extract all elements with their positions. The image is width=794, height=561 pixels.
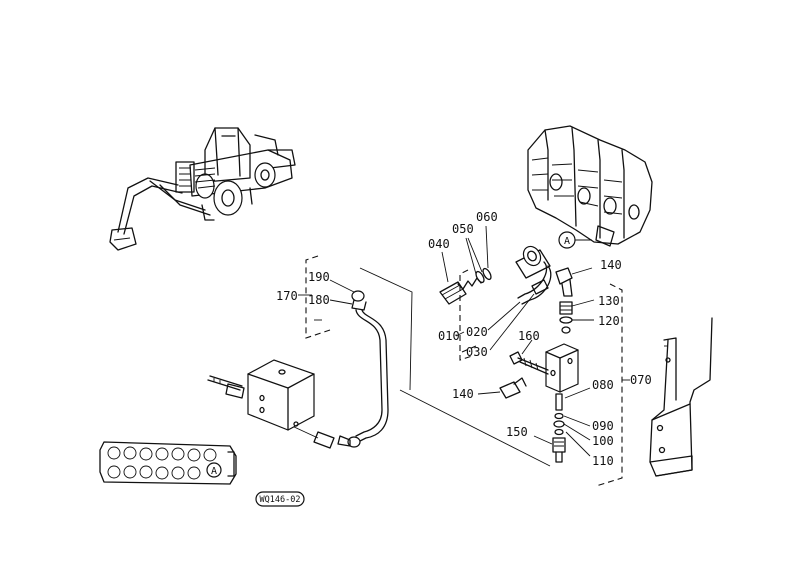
drawing-code-badge: WQ146-02 xyxy=(255,491,305,507)
callout-090: 090 xyxy=(592,419,614,433)
callout-190: 190 xyxy=(308,270,330,284)
leader-line-pipe xyxy=(359,267,413,391)
callout-040: 040 xyxy=(428,237,450,251)
callout-160: 160 xyxy=(518,329,540,343)
reference-mark-a-upper: A xyxy=(558,231,592,249)
adapter-and-o-ring xyxy=(559,299,595,334)
svg-text:A: A xyxy=(211,466,217,477)
reference-mark-a-lower: A xyxy=(206,462,222,478)
callout-140-upper: 140 xyxy=(600,258,622,272)
svg-text:WQ146-02: WQ146-02 xyxy=(260,495,301,505)
leader-060 xyxy=(485,225,489,269)
valve-bank xyxy=(99,441,237,485)
pipe-assembly xyxy=(291,255,389,449)
callout-140-lower: 140 xyxy=(452,387,474,401)
stacked-valve-parts xyxy=(533,387,591,463)
callout-130: 130 xyxy=(598,294,620,308)
bolt-160 xyxy=(509,339,549,375)
callout-030: 030 xyxy=(466,345,488,359)
leader-040 xyxy=(441,251,449,283)
callout-020: 020 xyxy=(466,325,488,339)
valve-body xyxy=(545,343,579,393)
elbow-fitting-upper xyxy=(555,267,593,297)
leader-line-150 xyxy=(399,389,551,467)
callout-labels: 040 050 060 140 130 120 010 020 030 160 … xyxy=(276,210,652,468)
callout-070: 070 xyxy=(630,373,652,387)
group-070-outline xyxy=(595,283,630,487)
callout-120: 120 xyxy=(598,314,620,328)
callout-050: 050 xyxy=(452,222,474,236)
group-010-outline xyxy=(459,269,477,361)
relief-valve-assembly xyxy=(439,245,552,305)
callout-170: 170 xyxy=(276,289,298,303)
callout-100: 100 xyxy=(592,434,614,448)
svg-text:A: A xyxy=(564,236,570,247)
leader-030 xyxy=(489,293,535,351)
leader-020 xyxy=(487,301,521,331)
callout-150: 150 xyxy=(506,425,528,439)
control-block xyxy=(207,359,315,431)
mounting-bracket xyxy=(649,317,713,477)
control-valve-block xyxy=(527,125,653,247)
elbow-fitting-lower xyxy=(477,377,527,399)
callout-110: 110 xyxy=(592,454,614,468)
backhoe-illustration xyxy=(109,127,296,251)
callout-060: 060 xyxy=(476,210,498,224)
callout-080: 080 xyxy=(592,378,614,392)
leader-010 xyxy=(455,331,465,337)
callout-010: 010 xyxy=(438,329,460,343)
leader-050 xyxy=(465,237,483,275)
callout-180: 180 xyxy=(308,293,330,307)
